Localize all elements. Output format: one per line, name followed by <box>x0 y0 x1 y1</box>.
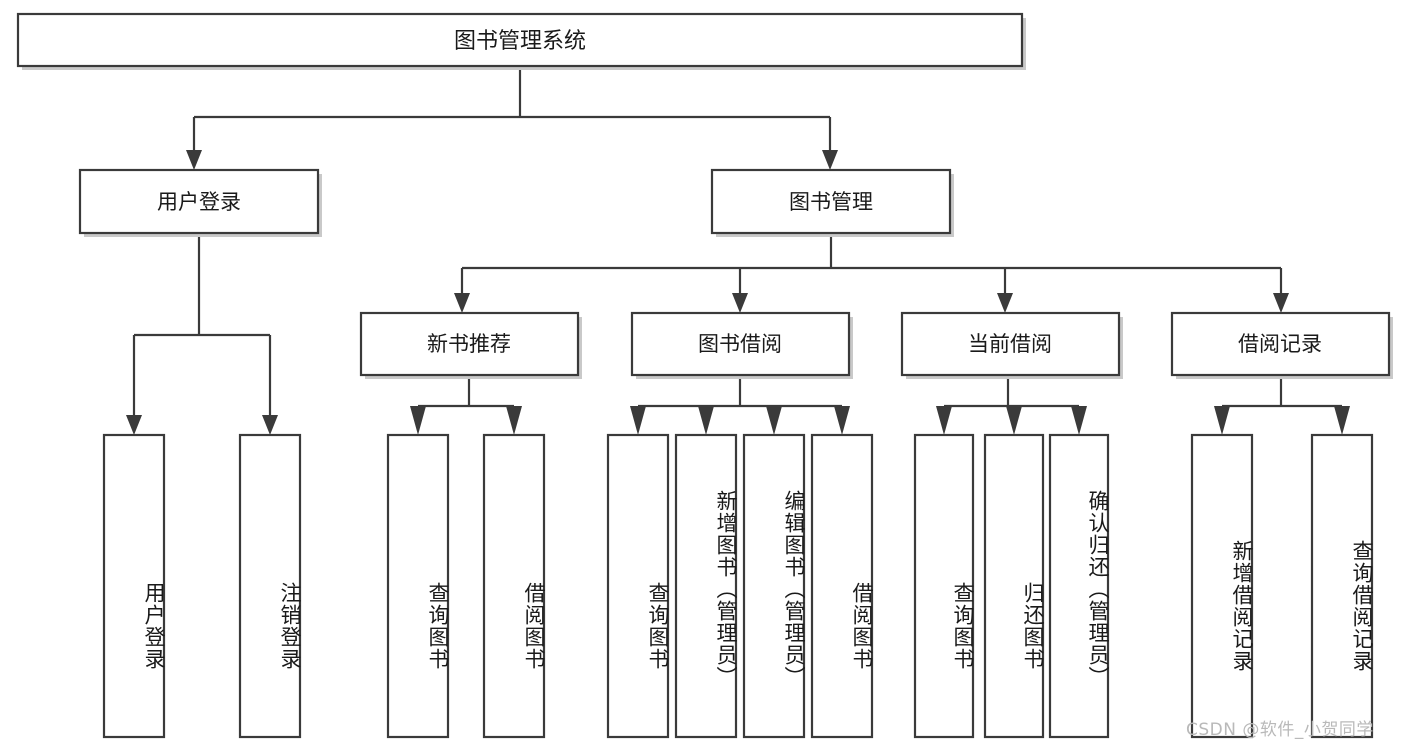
arrow-head-leaf-query-book-current <box>936 406 952 435</box>
arrow-head-leaf-user-login <box>126 415 142 435</box>
user-login-label: 用户登录 <box>157 190 241 214</box>
current-borrow-box[interactable] <box>900 311 1121 377</box>
arrow-head-leaf-add-borrow-record <box>1214 406 1230 435</box>
arrow-head-book-management <box>822 150 838 170</box>
connector-layer <box>126 66 1350 435</box>
node-book-management[interactable]: 图书管理 <box>710 168 954 237</box>
node-user-login[interactable]: 用户登录 <box>78 168 322 237</box>
leaf-box-query-book-borrow[interactable] <box>606 433 670 739</box>
leaf-box-add-book-admin[interactable] <box>674 433 738 739</box>
book-borrow-box[interactable] <box>630 311 851 377</box>
new-book-recommend-label: 新书推荐 <box>427 332 511 356</box>
node-book-borrow[interactable]: 图书借阅 <box>630 311 853 379</box>
book-management-label: 图书管理 <box>789 190 873 214</box>
leaf-box-user-login[interactable] <box>102 433 166 739</box>
arrow-head-user-login <box>186 150 202 170</box>
leaf-box-add-borrow-record[interactable] <box>1190 433 1254 739</box>
arrow-head-leaf-query-borrow-record <box>1334 406 1350 435</box>
arrow-head-current-borrow <box>997 293 1013 313</box>
arrow-head-leaf-user-logout <box>262 415 278 435</box>
leaf-box-borrow-book[interactable] <box>810 433 874 739</box>
arrow-head-leaf-confirm-return-admin <box>1071 406 1087 435</box>
leaf-box-query-book-current[interactable] <box>913 433 975 739</box>
node-root[interactable]: 图书管理系统 <box>16 12 1026 70</box>
arrow-head-leaf-query-book-borrow <box>630 406 646 435</box>
leaf-box-edit-book-admin[interactable] <box>742 433 806 739</box>
arrow-head-leaf-add-book-admin <box>698 406 714 435</box>
root-label: 图书管理系统 <box>454 29 586 54</box>
arrow-head-leaf-query-book-recommend <box>410 406 426 435</box>
borrow-record-label: 借阅记录 <box>1238 332 1322 356</box>
book-borrow-label: 图书借阅 <box>698 332 782 356</box>
new-book-recommend-box[interactable] <box>359 311 580 377</box>
arrow-head-leaf-borrow-book <box>834 406 850 435</box>
root-box[interactable] <box>16 12 1024 68</box>
leaf-box-layer <box>102 433 1374 739</box>
arrow-head-leaf-edit-book-admin <box>766 406 782 435</box>
leaf-box-confirm-return-admin[interactable] <box>1048 433 1110 739</box>
arrow-head-leaf-borrow-book-recommend <box>506 406 522 435</box>
leaf-box-query-book-recommend[interactable] <box>386 433 450 739</box>
arrow-head-book-borrow <box>732 293 748 313</box>
arrow-head-new-book-recommend <box>454 293 470 313</box>
leaf-box-query-borrow-record[interactable] <box>1310 433 1374 739</box>
watermark-text: CSDN @软件_小贺同学 <box>1186 720 1374 740</box>
node-new-book-recommend[interactable]: 新书推荐 <box>359 311 582 379</box>
arrow-head-borrow-record <box>1273 293 1289 313</box>
leaf-box-return-book[interactable] <box>983 433 1045 739</box>
node-current-borrow[interactable]: 当前借阅 <box>900 311 1123 379</box>
current-borrow-label: 当前借阅 <box>968 332 1052 356</box>
leaf-box-borrow-book-recommend[interactable] <box>482 433 546 739</box>
leaf-box-user-logout[interactable] <box>238 433 302 739</box>
node-borrow-record[interactable]: 借阅记录 <box>1170 311 1393 379</box>
user-login-box[interactable] <box>78 168 320 235</box>
borrow-record-box[interactable] <box>1170 311 1391 377</box>
arrow-head-leaf-return-book <box>1006 406 1022 435</box>
book-management-box[interactable] <box>710 168 952 235</box>
